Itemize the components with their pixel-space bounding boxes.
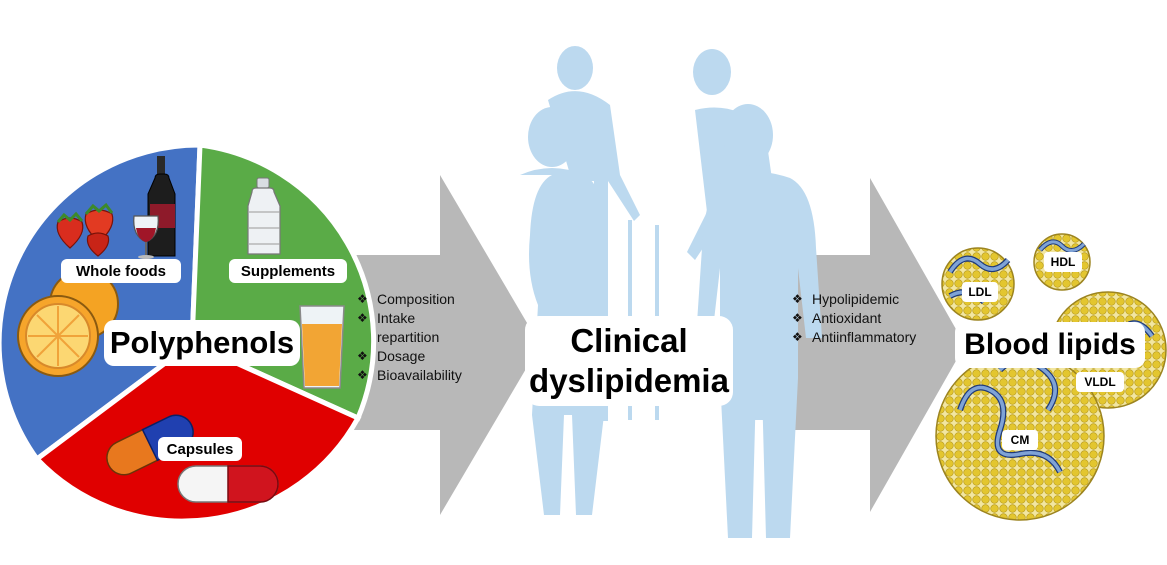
bullet-icon: ❖ [792,292,803,306]
factor-item: ❖Composition [357,291,455,307]
people-silhouettes [520,46,822,538]
bullet-icon: ❖ [357,311,368,325]
center-line-1: Clinical [570,322,688,359]
arrow-left [340,175,540,515]
supplements-illustration [247,177,345,389]
fruit-illustration [17,156,176,377]
strawberry-icon [86,232,110,257]
lipids-title: Blood lipids [955,322,1145,368]
bullet-icon: ❖ [792,311,803,325]
juice-glass-icon [299,305,345,389]
bullet-icon: ❖ [357,292,368,306]
pie-title: Polyphenols [104,320,300,366]
label-whole-foods: Whole foods [61,259,181,283]
bullet-icon: ❖ [357,368,368,382]
center-label: Clinical dyslipidemia [525,316,733,406]
factor-item: ❖Bioavailability [357,367,462,383]
label-ldl: LDL [962,282,998,302]
bullet-icon: ❖ [792,330,803,344]
label-vldl: VLDL [1076,372,1124,392]
orange-icon [17,269,119,377]
capsule-icon-white [177,465,279,503]
pie-segment-capsules [33,340,362,524]
person-silhouette [696,104,822,538]
bullet-icon: ❖ [357,349,368,363]
label-hdl: HDL [1044,252,1082,272]
label-capsules: Capsules [158,437,242,461]
label-supplements: Supplements [229,259,347,283]
wine-glass-icon [133,215,159,259]
lipoprotein-particles [935,233,1167,521]
label-cm: CM [1002,430,1038,450]
effect-item: ❖Antiinflammatory [792,329,917,345]
effect-item: ❖Antioxidant [792,310,882,326]
center-line-2: dyslipidemia [529,362,729,399]
effect-item: ❖Hypolipidemic [792,291,900,307]
factor-item: ❖Dosage [357,348,426,364]
arrow-right [780,178,965,512]
effects-list: ❖Hypolipidemic ❖Antioxidant ❖Antiinflamm… [790,290,950,347]
water-bottle-icon [247,177,281,255]
